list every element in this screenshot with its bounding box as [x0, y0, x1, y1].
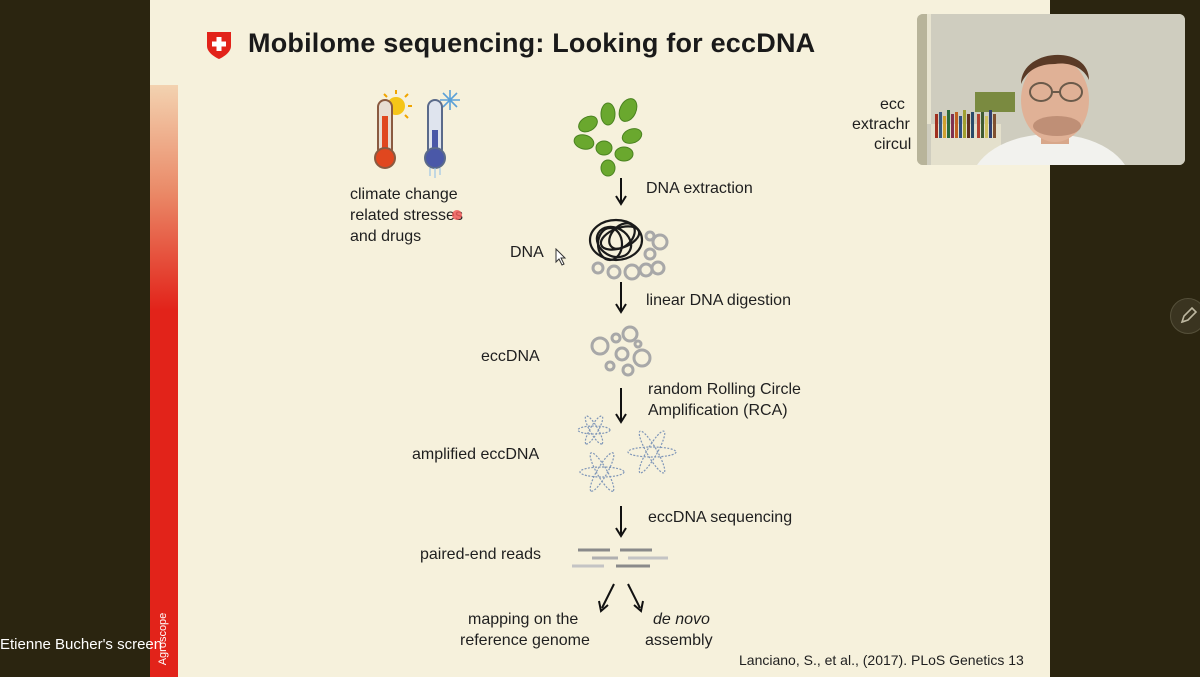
arrow-down-icon — [615, 178, 627, 206]
diverging-arrows-icon — [598, 583, 644, 613]
mapping-label-2: reference genome — [460, 632, 590, 649]
side-text-2: extrachr — [852, 116, 910, 133]
arrow-down-icon — [615, 506, 627, 538]
denovo-label-2: assembly — [645, 632, 713, 649]
webcam-video-tile[interactable] — [917, 14, 1185, 165]
agroscope-red-bar: Agroscope — [150, 85, 178, 677]
paired-end-reads-icon — [572, 548, 668, 568]
arrow-down-icon — [615, 388, 627, 424]
eccdna-label: eccDNA — [481, 348, 540, 365]
amplified-eccdna-icon — [577, 415, 677, 492]
plant-icon — [573, 98, 643, 177]
pencil-icon — [1180, 306, 1198, 324]
rca-label-2: Amplification (RCA) — [648, 402, 788, 419]
screen-share-caption: Etienne Bucher's screen — [0, 636, 163, 653]
paired-end-reads-label: paired-end reads — [420, 546, 541, 563]
stress-label-3: and drugs — [350, 228, 422, 245]
laser-pointer-dot — [452, 210, 462, 220]
rca-label-1: random Rolling Circle — [648, 381, 801, 398]
presentation-slide: Agroscope Mobilome sequencing: Looking f… — [150, 0, 1050, 677]
annotate-button[interactable] — [1170, 298, 1200, 334]
arrow-down-icon — [615, 282, 627, 314]
mapping-label-1: mapping on the — [468, 611, 579, 628]
eccdna-circles-icon — [590, 325, 652, 377]
stress-label-2: related stresses — [350, 207, 463, 224]
dna-label: DNA — [510, 244, 544, 261]
slide-title: Mobilome sequencing: Looking for eccDNA — [248, 28, 816, 58]
denovo-label-1: de novo — [653, 611, 710, 628]
mouse-cursor-icon — [555, 248, 567, 266]
side-text-1: ecc — [880, 96, 905, 113]
dna-tangle-icon — [588, 218, 669, 281]
amplified-eccdna-label: amplified eccDNA — [412, 446, 540, 463]
hot-thermometer-icon — [374, 90, 412, 169]
cold-thermometer-icon — [424, 90, 460, 178]
linear-digestion-label: linear DNA digestion — [646, 292, 791, 309]
side-text-3: circul — [874, 136, 912, 153]
sequencing-label: eccDNA sequencing — [648, 509, 793, 526]
swiss-flag-icon — [207, 32, 231, 59]
webcam-feed — [917, 14, 1185, 165]
reference-citation: Lanciano, S., et al., (2017). PLoS Genet… — [739, 652, 1024, 668]
stress-label-1: climate change — [350, 186, 458, 203]
dna-extraction-label: DNA extraction — [646, 180, 753, 197]
